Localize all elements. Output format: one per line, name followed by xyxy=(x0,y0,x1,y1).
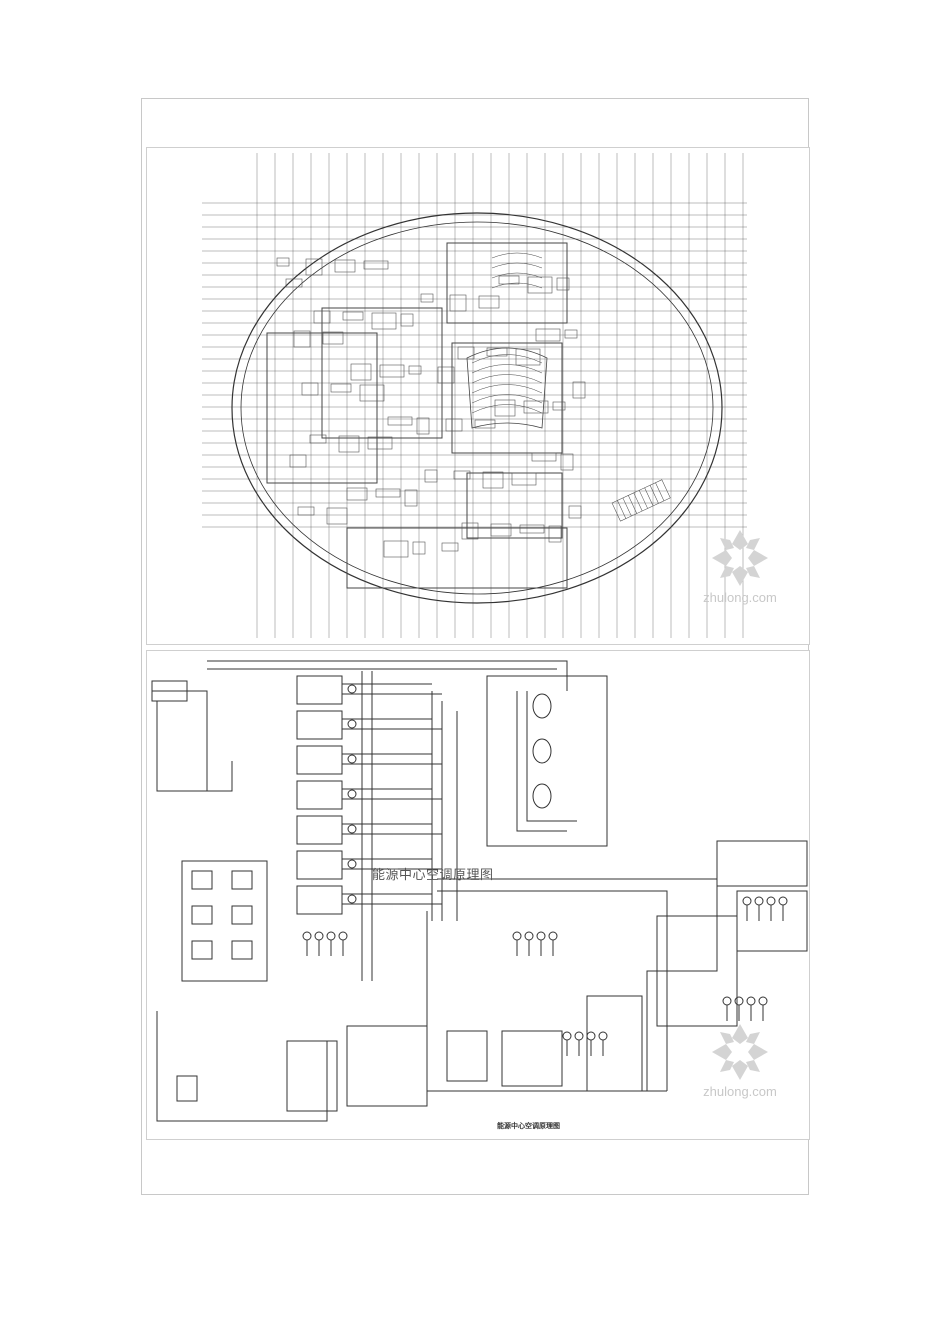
watermark-top: zhulong.com xyxy=(690,528,790,605)
floor-plan-svg xyxy=(202,153,747,638)
watermark-text: zhulong.com xyxy=(703,590,777,605)
schematic-svg xyxy=(151,660,808,1122)
floor-plan-drawing xyxy=(146,147,810,645)
zhulong-logo-icon xyxy=(712,530,768,586)
watermark-text: zhulong.com xyxy=(703,1084,777,1099)
schematic-subtitle: 能源中心空调原理图 xyxy=(497,1122,560,1130)
diagram-caption: 能源中心空调原理图 xyxy=(372,868,494,883)
watermark-bottom: zhulong.com xyxy=(690,1022,790,1099)
page-frame xyxy=(141,98,809,1195)
zhulong-logo-icon xyxy=(712,1024,768,1080)
hvac-schematic-drawing xyxy=(146,650,810,1140)
